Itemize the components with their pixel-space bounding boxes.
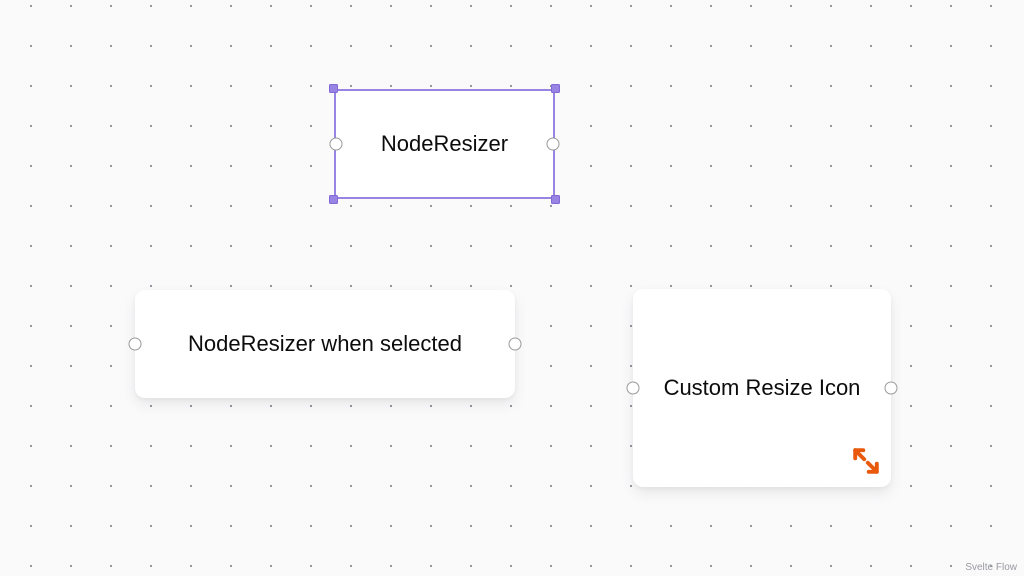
node-noderesizer-when-selected[interactable]: NodeResizer when selected: [128, 290, 522, 398]
node-label: NodeResizer when selected: [188, 331, 462, 356]
resize-handle-top-left[interactable]: [329, 84, 338, 93]
node-label: NodeResizer: [380, 131, 509, 156]
target-handle[interactable]: [626, 381, 640, 395]
attribution-link[interactable]: Svelte Flow: [965, 562, 1017, 573]
node-custom-resize-icon[interactable]: Custom Resize Icon: [626, 289, 898, 487]
resize-handle-top-right[interactable]: [551, 84, 560, 93]
source-handle[interactable]: [884, 381, 898, 395]
diagonal-resize-arrow-icon[interactable]: [848, 443, 884, 479]
target-handle[interactable]: [329, 137, 343, 151]
source-handle[interactable]: [546, 137, 560, 151]
target-handle[interactable]: [128, 337, 142, 351]
resize-handle-bottom-left[interactable]: [329, 195, 338, 204]
resize-handle-bottom-right[interactable]: [551, 195, 560, 204]
source-handle[interactable]: [508, 337, 522, 351]
node-label: Custom Resize Icon: [663, 375, 861, 400]
node-noderesizer[interactable]: NodeResizer: [329, 84, 560, 204]
